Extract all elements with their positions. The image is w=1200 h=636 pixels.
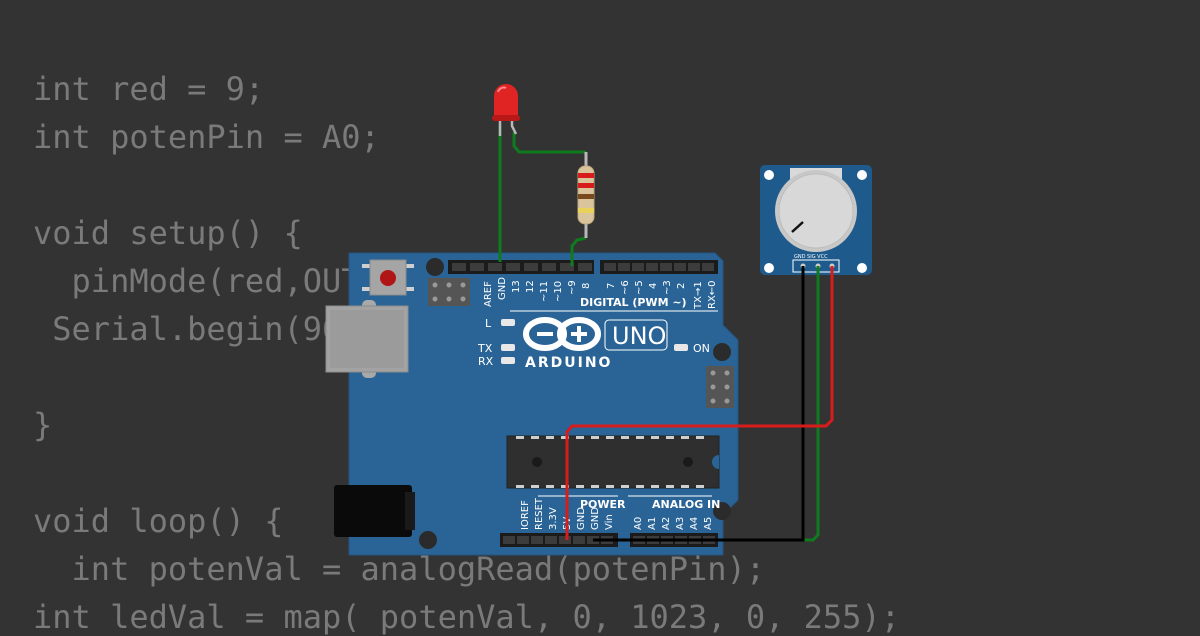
analog-header-label: ANALOG IN [652, 498, 720, 511]
pin-label: A1 [647, 517, 658, 530]
icsp-header [428, 278, 470, 306]
icsp-header [706, 366, 734, 408]
pin-label: IOREF [520, 500, 531, 530]
pin-label: A5 [703, 517, 714, 530]
led-l-label: L [485, 317, 492, 330]
potentiometer-module: GND SIG VCC [760, 165, 872, 275]
code-line: void loop() { [33, 502, 284, 540]
arduino-logo-icon [523, 317, 601, 351]
code-line: int ledVal = map( potenVal, 0, 1023, 0, … [33, 598, 900, 636]
pin-label: 4 [648, 283, 659, 289]
code-line: int potenPin = A0; [33, 118, 380, 156]
model-label: UNO [612, 322, 666, 350]
pin-label: ~11 [539, 281, 550, 302]
digital-header-label: DIGITAL (PWM ~) [580, 296, 687, 309]
pin-label: 13 [511, 280, 522, 293]
usb-connector [325, 300, 409, 378]
mounting-hole [419, 531, 437, 549]
pin-label: ~6 [620, 280, 631, 295]
digital-header-left [448, 260, 594, 274]
microcontroller-chip [506, 435, 720, 489]
pin-label: TX→1 [693, 281, 704, 310]
mounting-hole [713, 343, 731, 361]
pin-label: A4 [689, 517, 700, 530]
pin-label: 2 [676, 283, 687, 289]
pin-label: 3.3V [548, 507, 559, 530]
power-jack [334, 485, 415, 537]
pin-label: Vin [604, 514, 615, 530]
pin-label: GND [497, 277, 508, 300]
pin-label: GND [576, 507, 587, 530]
pin-label: ~10 [553, 281, 564, 302]
mounting-hole [426, 258, 444, 276]
model-badge [604, 319, 668, 351]
led-tx [501, 344, 515, 351]
wire-green-led-resistor [512, 132, 586, 154]
wire-red-pot-vcc [565, 266, 834, 540]
brand-label: ARDUINO [525, 355, 612, 371]
pin-label: A0 [633, 517, 644, 530]
digital-header-right [600, 260, 718, 274]
pin-label: 12 [525, 280, 536, 293]
mounting-hole [713, 502, 731, 520]
led-tx-label: TX [477, 342, 493, 355]
pin-label: GND [590, 507, 601, 530]
code-line: int potenVal = analogRead(potenPin); [33, 550, 766, 588]
code-line: void setup() { [33, 214, 303, 252]
code-line: } [33, 406, 53, 444]
resistor [577, 152, 595, 238]
pin-label: ~3 [662, 280, 673, 295]
led-on-label: ON [693, 342, 710, 355]
reset-button[interactable] [362, 259, 414, 296]
wire-black-pot-gnd [593, 266, 805, 542]
wire-green-resistor-pin9 [570, 236, 587, 266]
pin-label: RX←0 [707, 280, 718, 309]
power-header-label: POWER [580, 498, 626, 511]
code-line: int red = 9; [33, 70, 265, 108]
led-red-icon [492, 84, 520, 136]
led-on [674, 344, 688, 351]
pin-label: AREF [483, 281, 494, 307]
pin-label: ~9 [567, 280, 578, 295]
pin-label: A2 [661, 517, 672, 530]
led-l [501, 319, 515, 326]
pin-label: 8 [581, 283, 592, 289]
pin-label: A3 [675, 517, 686, 530]
led-rx-label: RX [478, 355, 494, 368]
led-rx [501, 357, 515, 364]
potentiometer-pin-labels: GND SIG VCC [794, 254, 828, 260]
pin-label: RESET [534, 497, 545, 530]
pin-label: ~5 [634, 280, 645, 295]
pin-label: 7 [606, 283, 617, 289]
